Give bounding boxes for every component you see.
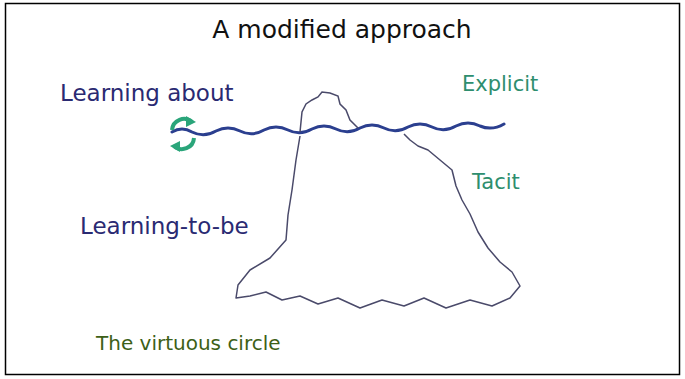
layer-label: Learning about xyxy=(60,80,234,106)
cycle-arrowhead xyxy=(170,141,180,152)
layer-label: Learning-to-be xyxy=(80,213,249,239)
iceberg-body xyxy=(236,134,520,308)
water-line xyxy=(172,123,504,135)
knowledge-label: Explicit xyxy=(462,72,538,96)
knowledge-label: Tacit xyxy=(472,170,520,194)
caption-note: The virtuous circle xyxy=(96,332,281,355)
iceberg-tip xyxy=(300,92,358,132)
slide-title: A modified approach xyxy=(212,16,471,45)
slide-border xyxy=(6,4,680,375)
cycle-arrowhead xyxy=(186,116,196,127)
